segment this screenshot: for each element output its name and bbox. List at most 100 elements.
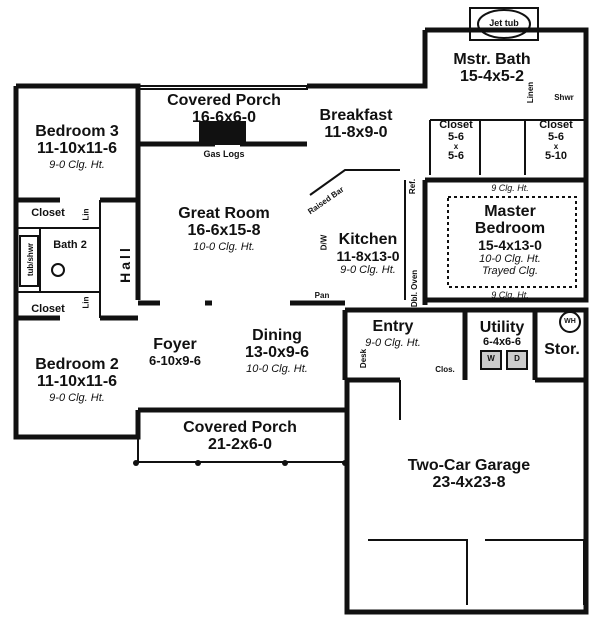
room-name: Dining bbox=[252, 327, 302, 344]
label-water-heater: WH bbox=[564, 318, 576, 325]
label-closet-b3: Closet bbox=[31, 207, 65, 219]
label-dw: D/W bbox=[319, 234, 329, 251]
label-dbl-oven: Dbl. Oven bbox=[410, 269, 420, 308]
label-master-note-bottom: 9 Clg. Ht. bbox=[491, 290, 529, 300]
label-covered-porch-front: Covered Porch 21-2x6-0 bbox=[183, 419, 297, 454]
wall-breakfast bbox=[307, 30, 428, 89]
label-tub-shwr: tub/shwr bbox=[26, 242, 36, 277]
room-name: Master bbox=[484, 203, 536, 220]
label-ref: Ref. bbox=[408, 178, 418, 195]
room-dims: 11-8x13-0 bbox=[336, 247, 400, 264]
room-dims: 11-10x11-6 bbox=[36, 139, 118, 157]
label-shower: Shwr bbox=[554, 93, 574, 102]
room-dims: 11-8x9-0 bbox=[324, 123, 388, 141]
label-kitchen: Kitchen 11-8x13-0 9-0 Clg. Ht. bbox=[336, 231, 400, 277]
wh-circle bbox=[559, 311, 581, 333]
room-dims: 16-6x6-0 bbox=[191, 108, 257, 126]
room-ceiling: 9-0 Clg. Ht. bbox=[365, 336, 421, 349]
label-foyer: Foyer 6-10x9-6 bbox=[148, 336, 202, 368]
label-master-bath: Mstr. Bath 15-4x5-2 bbox=[453, 51, 531, 86]
porch-column-2 bbox=[195, 460, 201, 466]
utility-dryer bbox=[506, 350, 528, 370]
label-hall: Hall bbox=[116, 245, 133, 283]
fireplace bbox=[199, 121, 246, 145]
room-dims: 16-6x15-8 bbox=[187, 221, 261, 239]
label-bedroom-2: Bedroom 2 11-10x11-6 9-0 Clg. Ht. bbox=[35, 356, 119, 404]
room-dims: 6-4x6-6 bbox=[483, 335, 521, 348]
utility-washer bbox=[480, 350, 502, 370]
label-lin-b3: Lin bbox=[81, 208, 91, 221]
room-ceiling: 9-0 Clg. Ht. bbox=[49, 391, 105, 404]
closet-h: 5-10 bbox=[544, 150, 568, 163]
closet-w: 5-6 bbox=[548, 130, 564, 143]
label-dining: Dining 13-0x9-6 10-0 Clg. Ht. bbox=[244, 327, 310, 375]
label-entry: Entry 9-0 Clg. Ht. bbox=[365, 318, 421, 349]
label-linen-bath: Linen bbox=[526, 81, 536, 104]
room-trayed: Trayed Clg. bbox=[481, 264, 539, 277]
room-name: Covered Porch bbox=[167, 92, 281, 109]
porch-rear-line bbox=[137, 85, 308, 90]
room-name: Covered Porch bbox=[183, 419, 297, 436]
label-pan: Pan bbox=[314, 291, 330, 300]
label-washer: W bbox=[487, 354, 495, 363]
label-storage: Stor. bbox=[544, 341, 580, 358]
label-master-note-top: 9 Clg. Ht. bbox=[491, 183, 529, 193]
garage-door-left bbox=[368, 539, 468, 605]
label-desk: Desk bbox=[359, 348, 369, 369]
closet-name: Closet bbox=[439, 119, 473, 131]
label-bath-2: Bath 2 bbox=[53, 239, 87, 251]
room-ceiling: 10-0 Clg. Ht. bbox=[193, 240, 255, 253]
wall-utility bbox=[462, 310, 538, 380]
room-dims: 13-0x9-6 bbox=[244, 343, 310, 361]
bath2-tub bbox=[19, 235, 39, 287]
closet-x: x bbox=[453, 142, 459, 152]
master-closets bbox=[429, 119, 586, 175]
room-name: Utility bbox=[479, 319, 525, 336]
label-closet-right: Closet 5-6 x 5-10 bbox=[539, 119, 573, 163]
label-garage: Two-Car Garage 23-4x23-8 bbox=[407, 457, 531, 492]
room-dims: 15-4x13-0 bbox=[478, 236, 542, 253]
label-master-bedroom: Master Bedroom 15-4x13-0 10-0 Clg. Ht. T… bbox=[474, 203, 546, 277]
bath2-toilet bbox=[51, 263, 65, 277]
room-name: Two-Car Garage bbox=[407, 457, 531, 474]
label-covered-porch-rear: Covered Porch 16-6x6-0 bbox=[167, 92, 281, 127]
room-name: Breakfast bbox=[319, 107, 393, 124]
room-dims: 23-4x23-8 bbox=[432, 473, 506, 491]
room-dims: 15-4x5-2 bbox=[459, 67, 525, 85]
kitchen-counter-top bbox=[309, 169, 400, 196]
porch-column-4 bbox=[342, 460, 348, 466]
label-great-room: Great Room 16-6x15-8 10-0 Clg. Ht. bbox=[178, 205, 270, 253]
closet-h: 5-6 bbox=[448, 150, 464, 163]
room-name: Bedroom 2 bbox=[35, 356, 119, 373]
garage-door-right bbox=[485, 539, 585, 605]
room-name-2: Bedroom bbox=[474, 219, 546, 237]
room-dims: 11-10x11-6 bbox=[36, 372, 118, 390]
room-name: Mstr. Bath bbox=[453, 51, 531, 68]
label-closet-b2: Closet bbox=[31, 303, 65, 315]
room-name: Great Room bbox=[178, 205, 270, 222]
label-dryer: D bbox=[514, 354, 520, 363]
room-dims: 6-10x9-6 bbox=[148, 352, 202, 368]
closet-name: Closet bbox=[539, 119, 573, 131]
master-tub-box bbox=[469, 7, 539, 41]
label-utility: Utility 6-4x6-6 bbox=[479, 319, 525, 348]
closet-x: x bbox=[553, 142, 559, 152]
room-name: Foyer bbox=[153, 336, 197, 353]
room-name: Bedroom 3 bbox=[35, 123, 119, 140]
room-ceiling: 10-0 Clg. Ht. bbox=[246, 362, 308, 375]
room-ceiling: 9-0 Clg. Ht. bbox=[49, 158, 105, 171]
wall-entry bbox=[342, 307, 589, 380]
room-name: Entry bbox=[372, 318, 414, 335]
room-name: Kitchen bbox=[338, 231, 398, 248]
label-closet-left: Closet 5-6 x 5-6 bbox=[439, 119, 473, 163]
closet-w: 5-6 bbox=[448, 130, 464, 143]
label-breakfast: Breakfast 11-8x9-0 bbox=[319, 107, 393, 142]
tray-ceiling bbox=[447, 196, 577, 288]
garage-divider bbox=[347, 379, 401, 420]
room-dims: 21-2x6-0 bbox=[207, 435, 273, 453]
jet-tub-shape bbox=[477, 9, 531, 39]
label-jet-tub: Jet tub bbox=[489, 18, 519, 28]
porch-column-3 bbox=[282, 460, 288, 466]
room-ceiling: 10-0 Clg. Ht. bbox=[479, 253, 541, 266]
